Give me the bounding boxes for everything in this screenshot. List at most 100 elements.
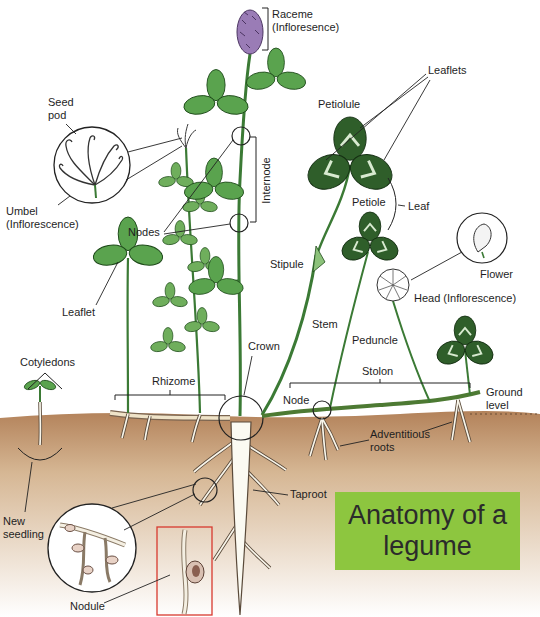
alfalfa-plant-part: [95, 156, 123, 185]
leaflet-plant-part: [96, 262, 118, 305]
nodule-magnifier-part: [83, 566, 93, 574]
part-label: Nodule: [70, 600, 105, 613]
nodule-magnifier-part: [60, 525, 125, 545]
part-label: Crown: [248, 340, 280, 353]
soil-part: [470, 414, 540, 415]
part-label: Petiolule: [318, 98, 360, 111]
part-label: Taproot: [290, 488, 327, 501]
clover-plant-part: [326, 74, 426, 160]
raceme-plant-part: [188, 257, 245, 297]
alfalfa-plant-part: [58, 196, 70, 205]
nodule-magnifier-part: [112, 484, 196, 508]
part-label: Stipule: [270, 258, 304, 271]
clover-plant: [115, 74, 507, 446]
part-label: Leaflets: [428, 64, 467, 77]
nodule-magnifier-part: [124, 494, 195, 530]
clover-plant-part: [411, 252, 462, 280]
part-label: Ground level: [486, 386, 532, 412]
clover-plant-part: [290, 383, 470, 388]
alfalfa-plant-part: [152, 283, 188, 308]
seedling-part: [28, 373, 62, 389]
clover-plant-part: [398, 205, 405, 206]
raceme-plant-part: [232, 127, 250, 145]
clover-plant-part: [313, 246, 325, 272]
raceme-plant-part: [245, 48, 307, 91]
nodule-magnifier-part: [48, 504, 136, 592]
part-label: New seedling: [3, 515, 49, 541]
raceme-plant-part: [219, 396, 263, 440]
raceme-plant-part: [182, 70, 249, 117]
nodule-magnifier-part: [106, 556, 118, 564]
seedling-part: [25, 462, 32, 512]
raceme-plant: [164, 8, 307, 495]
clover-plant-part: [384, 80, 430, 160]
roots-part: [231, 422, 251, 615]
part-label: Umbel (Inflorescence): [6, 205, 91, 231]
clover-plant-part: [262, 255, 316, 415]
leaflet-plant-part: [92, 217, 164, 268]
part-label: Leaf: [408, 200, 429, 213]
part-label: Internode: [259, 157, 272, 203]
roots-part: [193, 478, 217, 502]
soil: [0, 411, 540, 617]
part-label: Seed pod: [48, 96, 78, 122]
clover-plant-part: [388, 178, 396, 230]
seedling-part: [39, 386, 41, 402]
alfalfa-plant-part: [128, 138, 182, 152]
clover-plant-part: [379, 270, 407, 299]
alfalfa-plant-part: [177, 124, 196, 148]
raceme-plant-part: [240, 12, 259, 48]
soil-part: [0, 411, 540, 617]
alfalfa-plant-part: [184, 308, 220, 333]
raceme-plant-part: [230, 214, 248, 232]
nodule-magnifier-part: [80, 532, 85, 585]
clover-plant-part: [360, 77, 428, 128]
alfalfa-plant-part: [66, 124, 76, 134]
raceme-plant-part: [250, 137, 256, 222]
seedling-part: [18, 448, 62, 460]
seedling-part: [39, 379, 57, 392]
alfalfa-plant-part: [95, 145, 118, 185]
alfalfa-plant-part: [88, 136, 95, 185]
clover-plant-part: [302, 117, 397, 196]
clover-plant-part: [115, 395, 225, 400]
clover-plant-part: [433, 316, 497, 368]
part-label: Peduncle: [352, 334, 398, 347]
alfalfa-plant-part: [150, 328, 186, 353]
raceme-plant-part: [262, 8, 268, 50]
raceme-plant-part: [237, 10, 263, 54]
clover-plant-part: [457, 213, 507, 263]
nodule-magnifier-part: [72, 544, 84, 552]
clover-plant-part: [170, 390, 171, 395]
clover-plant-part: [338, 212, 402, 264]
alfalfa-plant-part: [158, 163, 194, 188]
part-label: Petiole: [352, 196, 386, 209]
part-label: Raceme (Infloresence): [272, 8, 352, 34]
seedling: [18, 373, 62, 512]
raceme-plant-part: [244, 356, 252, 395]
clover-plant-part: [262, 392, 480, 416]
raceme-plant-part: [164, 224, 230, 234]
clover-plant-part: [377, 269, 409, 301]
nodule-magnifier-part: [186, 561, 204, 583]
nodule-magnifier-part: [192, 565, 200, 577]
clover-plant-part: [393, 301, 430, 402]
alfalfa-plant-part: [66, 140, 95, 185]
alfalfa-plant-part: [95, 185, 96, 198]
title-box: Anatomy of a legume: [335, 492, 520, 570]
part-label: Stem: [312, 318, 338, 331]
clover-plant-part: [313, 401, 331, 419]
part-label: Flower: [480, 268, 513, 281]
nodule-magnifier-part: [157, 527, 212, 615]
part-label: Cotyledons: [20, 356, 75, 369]
part-label: Rhizome: [152, 375, 195, 388]
alfalfa-plant: [54, 124, 223, 413]
clover-plant-part: [474, 224, 491, 252]
alfalfa-plant-part: [54, 127, 130, 203]
alfalfa-plant-part: [59, 164, 95, 185]
nodule-magnifier-part: [65, 525, 75, 532]
raceme-plant-part: [164, 140, 233, 232]
raceme-plant-part: [253, 490, 288, 495]
title-text: Anatomy of a legume: [345, 500, 510, 562]
